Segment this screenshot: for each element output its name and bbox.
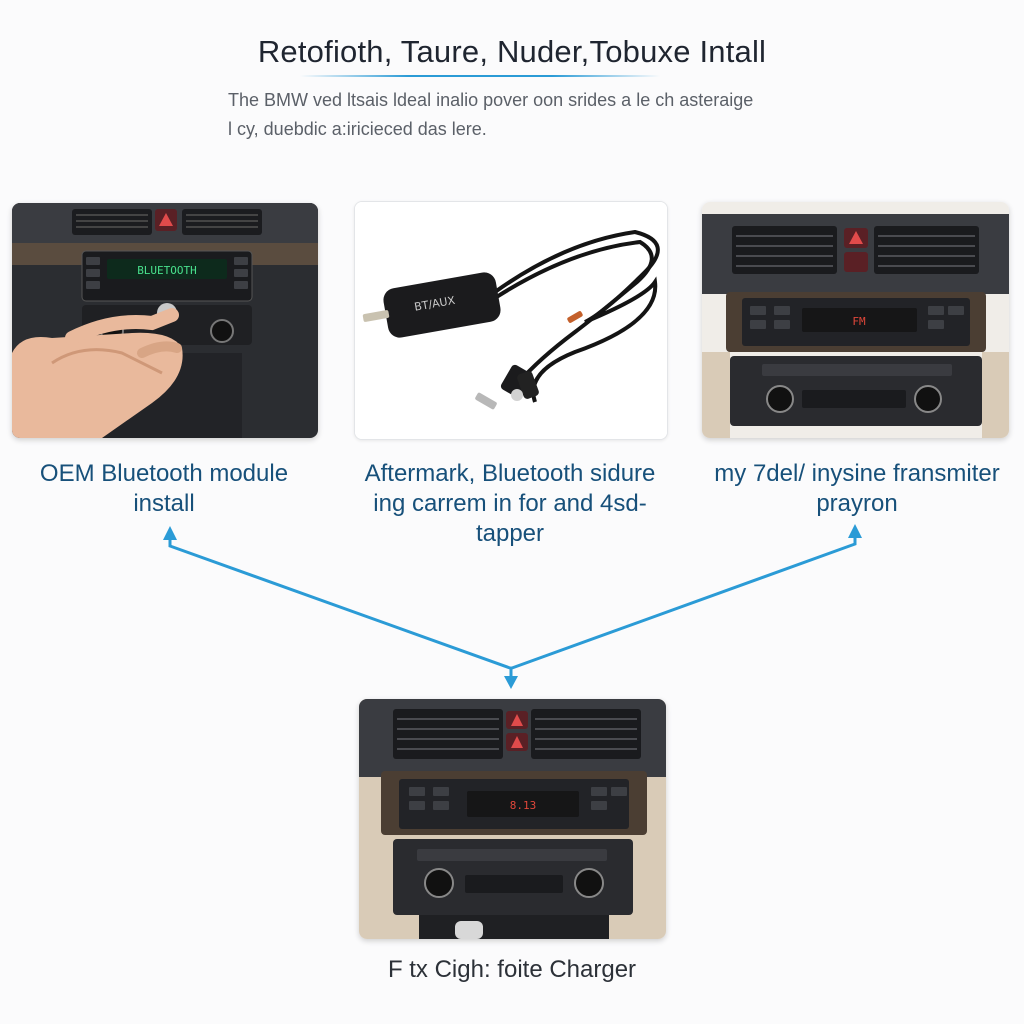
fm-transmitter-caption: my 7del/ inysine fransmiter prayron: [714, 460, 1000, 517]
oem-display-text: BLUETOOTH: [137, 264, 197, 277]
bottom-display-text: 8.13: [510, 799, 537, 812]
charger-caption: F tx Cigh: foite Charger: [387, 956, 637, 983]
aftermarket-adapter-photo: BT/AUX: [354, 201, 668, 440]
aftermarket-caption: Aftermark, Bluetooth sidure ing carrem i…: [364, 460, 656, 547]
arrow-down-icon: [504, 676, 518, 689]
fm-transmitter-photo: FM: [702, 202, 1009, 438]
arrow-right-line: [510, 531, 857, 670]
arrow-up-icon: [848, 524, 862, 538]
subtitle-line-2: l cy, duebdic a:iricieced das lere.: [228, 119, 487, 139]
title-underline: [300, 75, 660, 77]
oem-install-photo: BLUETOOTH: [12, 203, 318, 438]
arrow-left-line: [168, 533, 512, 670]
fm-display-text: FM: [852, 315, 866, 328]
subtitle-line-1: The BMW ved ltsais ldeal inalio pover oo…: [228, 90, 754, 110]
arrow-up-icon: [163, 526, 177, 540]
oem-caption: OEM Bluetooth module install: [39, 460, 289, 517]
charger-console-photo: 8.13: [359, 699, 666, 939]
diagram-title: Retofioth, Taure, Nuder,Tobuxe Intall: [257, 34, 767, 69]
